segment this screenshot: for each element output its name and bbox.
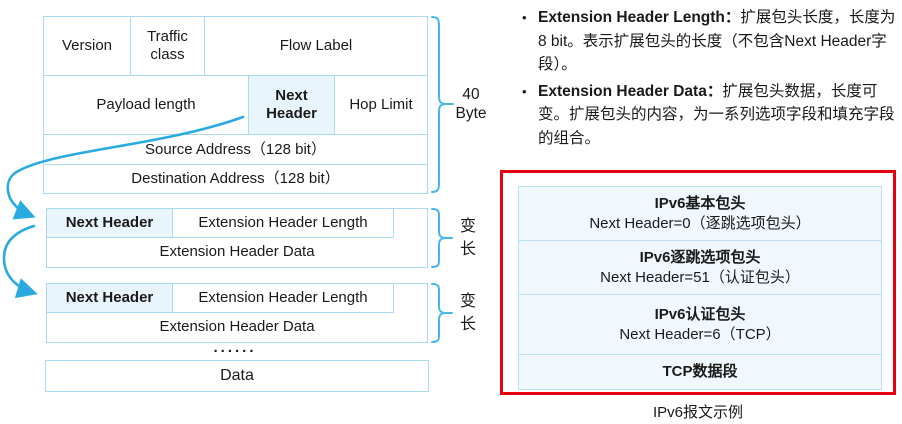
section-subtitle: Next Header=51（认证包头）: [600, 268, 800, 286]
section-title: TCP数据段: [662, 363, 738, 380]
note-term: Extension Header Data：: [538, 82, 723, 100]
size-label-40byte: 40 Byte: [444, 85, 498, 123]
note-text: Extension Header Data：扩展包头数据，长度可变。扩展包头的内…: [538, 80, 898, 151]
note-desc: 扩展包头长度，长度为8 bit。表示扩展包头的长度（不包含Next Header…: [538, 9, 896, 73]
example-caption: IPv6报文示例: [652, 404, 743, 421]
example-section-hop-by-hop: IPv6逐跳选项包头 Next Header=51（认证包头）: [519, 241, 881, 295]
field-version: Version: [43, 16, 131, 76]
section-title: IPv6逐跳选项包头: [639, 248, 761, 266]
note-text: Extension Header Length：扩展包头长度，长度为8 bit。…: [538, 6, 898, 77]
field-traffic-class: Traffic class: [130, 16, 205, 76]
ipv6-packet-example-stack: IPv6基本包头 Next Header=0（逐跳选项包头） IPv6逐跳选项包…: [518, 186, 882, 390]
section-subtitle: Next Header=0（逐跳选项包头）: [589, 214, 811, 232]
field-hop-limit: Hop Limit: [334, 75, 428, 135]
field-flow-label: Flow Label: [204, 16, 428, 76]
field-source-address: Source Address（128 bit）: [43, 134, 428, 165]
ipv6-packet-example-frame: IPv6基本包头 Next Header=0（逐跳选项包头） IPv6逐跳选项包…: [500, 170, 896, 395]
note-extension-header-length: • Extension Header Length：扩展包头长度，长度为8 bi…: [522, 6, 898, 77]
example-section-basic-header: IPv6基本包头 Next Header=0（逐跳选项包头）: [519, 187, 881, 241]
notes-panel: • Extension Header Length：扩展包头长度，长度为8 bi…: [522, 6, 898, 150]
brace-variable2-icon: [431, 283, 447, 343]
ext2-next-header: Next Header: [46, 283, 173, 313]
bullet-icon: •: [522, 83, 527, 99]
size-label-byte: Byte: [455, 105, 487, 122]
example-section-authentication: IPv6认证包头 Next Header=6（TCP）: [519, 295, 881, 355]
section-title: IPv6认证包头: [654, 305, 746, 323]
bullet-icon: •: [522, 10, 527, 25]
note-desc: 扩展包头数据，长度可变。扩展包头的内容，为一系列选项字段和填充字段的组合。: [538, 82, 895, 147]
field-next-header: Next Header: [248, 75, 335, 135]
ext2-length: Extension Header Length: [172, 283, 394, 313]
brace-variable1-icon: [431, 208, 447, 268]
field-destination-address: Destination Address（128 bit）: [43, 164, 428, 194]
size-label-variable-1: 变长: [459, 218, 476, 258]
data-box: Data: [45, 360, 429, 392]
section-subtitle: Next Header=6（TCP）: [619, 325, 781, 343]
ellipsis-dots: ......: [213, 339, 257, 356]
ext1-next-header: Next Header: [46, 208, 173, 238]
ext1-data: Extension Header Data: [159, 243, 315, 260]
field-payload-length: Payload length: [43, 75, 249, 135]
arrow-next-header-2-icon: [2, 224, 38, 299]
note-extension-header-data: • Extension Header Data：扩展包头数据，长度可变。扩展包头…: [522, 80, 898, 151]
size-label-40: 40: [462, 86, 480, 103]
ext1-length: Extension Header Length: [172, 208, 394, 238]
ext2-data: Extension Header Data: [159, 318, 315, 335]
example-section-tcp-segment: TCP数据段: [519, 355, 881, 389]
section-title: IPv6基本包头: [654, 194, 746, 212]
note-term: Extension Header Length：: [538, 9, 741, 26]
size-label-variable-2: 变长: [459, 293, 476, 333]
